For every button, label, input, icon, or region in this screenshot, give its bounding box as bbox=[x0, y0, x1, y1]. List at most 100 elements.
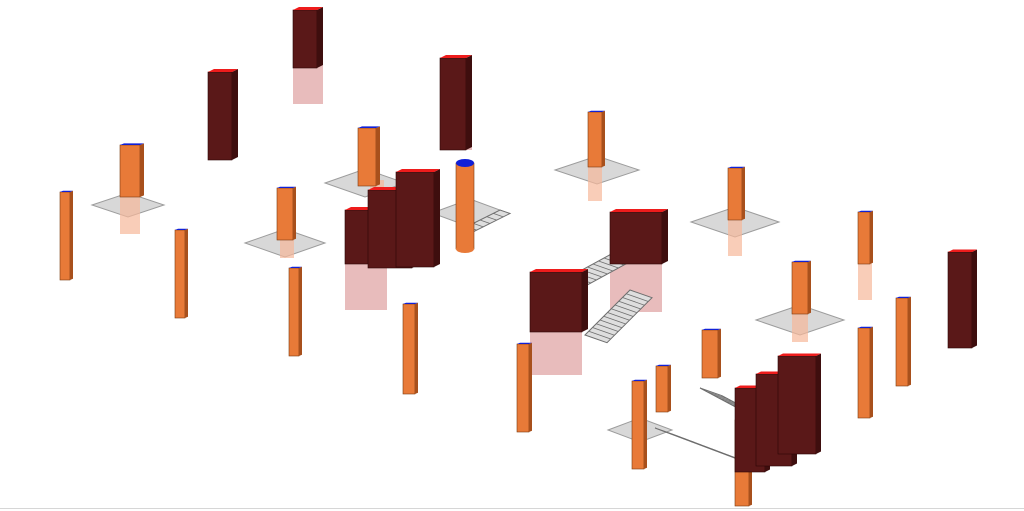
column-cap bbox=[792, 260, 811, 262]
column bbox=[857, 327, 871, 419]
column-cap bbox=[702, 328, 721, 330]
stair-tread bbox=[626, 293, 649, 302]
column-cap bbox=[517, 342, 532, 344]
column-cap bbox=[858, 210, 873, 212]
shear-wall-side bbox=[434, 169, 440, 267]
shear-wall-cap bbox=[208, 69, 238, 72]
stair-tread bbox=[473, 222, 484, 228]
round-column-cap bbox=[456, 158, 474, 168]
wall-ghost bbox=[530, 330, 582, 375]
shear-wall bbox=[395, 171, 435, 268]
column-side bbox=[70, 190, 73, 280]
shear-wall bbox=[947, 251, 973, 349]
column-side bbox=[870, 326, 873, 418]
stair-tread bbox=[588, 330, 611, 340]
column bbox=[587, 111, 603, 168]
column-cap bbox=[358, 126, 380, 128]
column bbox=[516, 343, 530, 433]
shear-wall-side bbox=[466, 55, 472, 150]
column bbox=[895, 297, 909, 387]
column bbox=[857, 211, 871, 265]
column-side bbox=[644, 379, 647, 469]
column-cap bbox=[858, 326, 873, 328]
stair-tread bbox=[603, 315, 626, 325]
column-side bbox=[668, 364, 671, 412]
column-cap bbox=[588, 110, 605, 112]
column-cap bbox=[289, 266, 302, 268]
column-ghost bbox=[728, 218, 742, 256]
column-cap bbox=[656, 364, 671, 366]
shear-wall-side bbox=[662, 209, 668, 264]
column-side bbox=[808, 260, 811, 314]
shear-wall-side bbox=[972, 249, 977, 348]
stair-tread bbox=[493, 212, 504, 218]
column-cap bbox=[175, 228, 188, 230]
column-side bbox=[602, 110, 605, 167]
column-cap bbox=[277, 186, 296, 188]
column-cap bbox=[60, 190, 73, 192]
stair-tread bbox=[705, 390, 729, 400]
column bbox=[727, 167, 743, 221]
column-ghost bbox=[588, 165, 602, 201]
stair-tread bbox=[614, 304, 638, 314]
column-cap bbox=[896, 296, 911, 298]
column-cap bbox=[403, 302, 418, 304]
column-side bbox=[185, 228, 188, 318]
column bbox=[357, 127, 377, 187]
shear-wall-side bbox=[317, 7, 323, 68]
shear-wall-side bbox=[232, 69, 238, 160]
shear-wall bbox=[529, 271, 583, 333]
column bbox=[791, 261, 809, 315]
stair-tread bbox=[622, 297, 645, 306]
column-ghost bbox=[280, 238, 294, 258]
column bbox=[59, 191, 71, 281]
column bbox=[402, 303, 416, 395]
shear-wall-cap bbox=[293, 7, 323, 10]
stair-tread bbox=[479, 219, 491, 224]
shear-wall-cap bbox=[396, 169, 440, 172]
stair-tread bbox=[596, 323, 619, 332]
shear-wall bbox=[292, 9, 318, 69]
shear-wall-cap bbox=[530, 269, 588, 272]
round-column bbox=[455, 162, 475, 250]
shear-wall-cap bbox=[948, 249, 977, 252]
stair-tread bbox=[611, 308, 634, 317]
column bbox=[655, 365, 669, 413]
column-side bbox=[299, 266, 302, 356]
column-side bbox=[908, 296, 911, 386]
viewport-bottom-edge bbox=[0, 508, 1024, 509]
shear-wall-cap bbox=[778, 353, 821, 356]
column bbox=[631, 380, 645, 470]
shear-wall bbox=[777, 355, 817, 455]
column-side bbox=[293, 186, 296, 240]
column bbox=[119, 144, 141, 198]
shear-wall-side bbox=[816, 353, 821, 454]
column bbox=[276, 187, 294, 241]
column-side bbox=[870, 210, 873, 264]
column bbox=[174, 229, 186, 319]
column-cap bbox=[120, 143, 144, 145]
stair-tread bbox=[607, 312, 630, 321]
stair-tread bbox=[592, 327, 615, 336]
column-ghost bbox=[792, 312, 808, 342]
column-ghost bbox=[858, 262, 872, 300]
column-side bbox=[718, 328, 721, 378]
stair-tread bbox=[598, 260, 619, 269]
column bbox=[288, 267, 300, 357]
shear-wall bbox=[439, 57, 467, 151]
stair-tread bbox=[711, 394, 735, 403]
shear-wall bbox=[609, 211, 663, 265]
front-elements-layer bbox=[59, 190, 911, 507]
column-side bbox=[140, 143, 144, 197]
stair-tread bbox=[599, 319, 623, 329]
column-side bbox=[376, 126, 380, 186]
stair-tread bbox=[486, 216, 497, 221]
shear-wall-cap bbox=[610, 209, 668, 212]
column-side bbox=[415, 302, 418, 394]
column-ghost bbox=[120, 196, 140, 234]
column-side bbox=[742, 166, 745, 220]
column-cap bbox=[728, 166, 745, 168]
wall-ghost bbox=[293, 62, 323, 104]
